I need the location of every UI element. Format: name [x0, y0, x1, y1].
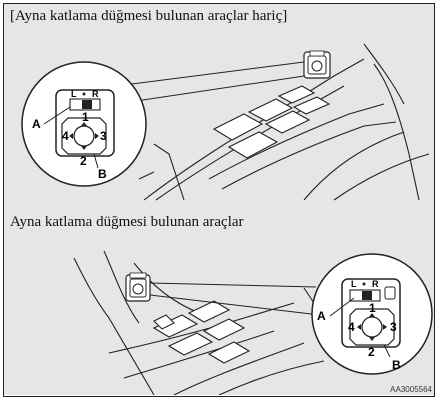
lr-separator-dot — [362, 282, 366, 286]
callout-a: A — [317, 309, 326, 323]
callout-a: A — [32, 117, 41, 131]
direction-3: 3 — [390, 320, 397, 334]
callout-b: B — [98, 167, 107, 181]
direction-1: 1 — [369, 301, 376, 315]
door-switch-illustration: L R 1 4 3 2 A B — [73, 250, 433, 395]
mirror-switch-large — [341, 278, 401, 348]
direction-2: 2 — [368, 345, 375, 359]
direction-4: 4 — [62, 129, 69, 143]
leader-lines — [149, 282, 321, 316]
panel-with-fold-switch: Ayna katlama düğmesi bulunan araçlar — [4, 203, 434, 395]
direction-3: 3 — [100, 129, 107, 143]
figure-frame: [Ayna katlama düğmesi bulunan araçlar ha… — [3, 3, 435, 397]
panel-caption: Ayna katlama düğmesi bulunan araçlar — [10, 214, 244, 230]
window-switch-cluster — [212, 85, 331, 159]
figure-code: AA3005564 — [390, 385, 432, 394]
label-l: L — [351, 279, 357, 289]
mirror-switch-small — [125, 272, 151, 302]
label-r: R — [372, 279, 379, 289]
mirror-switch-large — [55, 89, 115, 157]
door-switch-illustration: L R 1 4 3 2 A B — [21, 43, 430, 201]
window-switch-cluster — [152, 300, 251, 364]
lr-separator-dot — [82, 92, 86, 96]
leader-lines — [115, 61, 305, 105]
fold-switch — [384, 286, 396, 300]
label-l: L — [71, 89, 77, 99]
direction-1: 1 — [82, 110, 89, 124]
direction-4: 4 — [348, 320, 355, 334]
panel-caption: [Ayna katlama düğmesi bulunan araçlar ha… — [10, 8, 288, 24]
mirror-switch-small — [303, 50, 331, 79]
panel-without-fold-switch: [Ayna katlama düğmesi bulunan araçlar ha… — [4, 4, 434, 204]
callout-b: B — [392, 358, 401, 372]
label-r: R — [92, 89, 99, 99]
door-trim-lines — [73, 250, 335, 395]
direction-2: 2 — [80, 154, 87, 168]
